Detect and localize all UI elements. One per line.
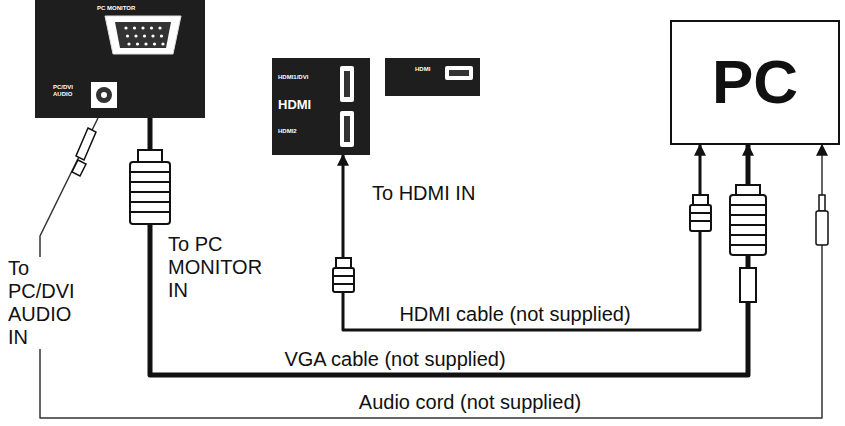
tv-terminal-panel: PC MONITOR PC/DVI AUDIO [35,0,205,118]
pc-box: PC [670,20,840,145]
callout-label: To PC/DVI AUDIO IN [8,257,88,349]
cable-label: HDMI cable (not supplied) [397,303,632,326]
hdmi-terminal-panel: HDMI1/DVI HDMI HDMI2 [272,58,370,155]
port-graphics [385,58,480,96]
cable-label: VGA cable (not supplied) [282,348,507,371]
hdmi-plug [333,258,354,292]
vga-plug [130,150,170,224]
terminal-label: HDMI1/DVI [278,74,336,81]
hdmi-plug [690,195,711,231]
callout-label: To HDMI IN [372,182,502,205]
vga-cable [150,118,748,375]
terminal-label: PC/DVI AUDIO [53,84,87,97]
hdmi-cable [343,145,700,330]
callout-label: To PC MONITOR IN [168,233,273,302]
vga-plug [730,185,766,302]
audio-plug [816,195,828,245]
audio-cord [40,118,822,418]
terminal-label: HDMI [278,98,338,112]
terminal-label: PC MONITOR [97,5,167,12]
hdmi-side-panel: HDMI [385,58,480,96]
cable-label: Audio cord (not supplied) [357,391,583,414]
audio-plug [72,128,96,176]
port-graphics [35,0,205,118]
terminal-label: HDMI [415,66,443,73]
terminal-label: HDMI2 [278,128,336,135]
terminal-label: PC [712,48,798,116]
